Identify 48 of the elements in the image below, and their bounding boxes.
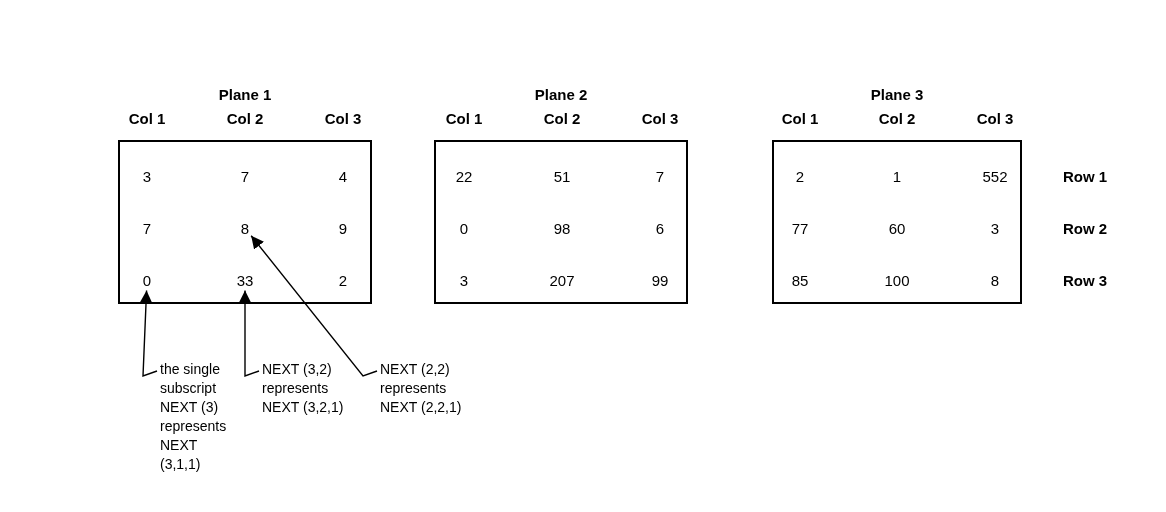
matrix-cell: 207 bbox=[549, 271, 575, 289]
plane-title: Plane 3 bbox=[870, 85, 924, 103]
matrix-cell: 98 bbox=[553, 219, 571, 237]
matrix-cell: 3 bbox=[142, 167, 152, 185]
matrix-cell: 2 bbox=[795, 167, 805, 185]
column-header: Col 3 bbox=[324, 109, 362, 127]
matrix-cell: 6 bbox=[655, 219, 665, 237]
column-header: Col 2 bbox=[878, 109, 916, 127]
matrix-cell: 85 bbox=[791, 271, 809, 289]
matrix-cell: 4 bbox=[338, 167, 348, 185]
matrix-cell: 1 bbox=[892, 167, 902, 185]
matrix-cell: 7 bbox=[142, 219, 152, 237]
matrix-cell: 99 bbox=[651, 271, 669, 289]
matrix-cell: 8 bbox=[240, 219, 250, 237]
matrix-cell: 0 bbox=[459, 219, 469, 237]
matrix-cell: 8 bbox=[990, 271, 1000, 289]
annotation-text: NEXT (3,2) represents NEXT (3,2,1) bbox=[262, 360, 358, 417]
column-header: Col 2 bbox=[226, 109, 264, 127]
row-label: Row 1 bbox=[1062, 167, 1108, 185]
annotation-text: NEXT (2,2) represents NEXT (2,2,1) bbox=[380, 360, 480, 417]
matrix-cell: 7 bbox=[240, 167, 250, 185]
leader-line bbox=[139, 289, 158, 377]
matrix-cell: 3 bbox=[990, 219, 1000, 237]
column-header: Col 1 bbox=[445, 109, 483, 127]
matrix-cell: 33 bbox=[236, 271, 254, 289]
column-header: Col 1 bbox=[128, 109, 166, 127]
matrix-cell: 60 bbox=[888, 219, 906, 237]
matrix-cell: 100 bbox=[884, 271, 910, 289]
matrix-cell: 2 bbox=[338, 271, 348, 289]
matrix-cell: 7 bbox=[655, 167, 665, 185]
leader-line bbox=[238, 289, 260, 377]
matrix-cell: 0 bbox=[142, 271, 152, 289]
matrix-cell: 3 bbox=[459, 271, 469, 289]
column-header: Col 1 bbox=[781, 109, 819, 127]
row-label: Row 2 bbox=[1062, 219, 1108, 237]
matrix-cell: 9 bbox=[338, 219, 348, 237]
column-header: Col 2 bbox=[543, 109, 581, 127]
row-label: Row 3 bbox=[1062, 271, 1108, 289]
matrix-cell: 552 bbox=[982, 167, 1008, 185]
matrix-cell: 22 bbox=[455, 167, 473, 185]
plane-title: Plane 1 bbox=[218, 85, 272, 103]
matrix-cell: 77 bbox=[791, 219, 809, 237]
leader-line bbox=[250, 235, 378, 377]
plane-title: Plane 2 bbox=[534, 85, 588, 103]
annotation-text: the single subscript NEXT (3) represents NEXT (3,1,1) bbox=[160, 360, 240, 474]
matrix-cell: 51 bbox=[553, 167, 571, 185]
column-header: Col 3 bbox=[976, 109, 1014, 127]
column-header: Col 3 bbox=[641, 109, 679, 127]
